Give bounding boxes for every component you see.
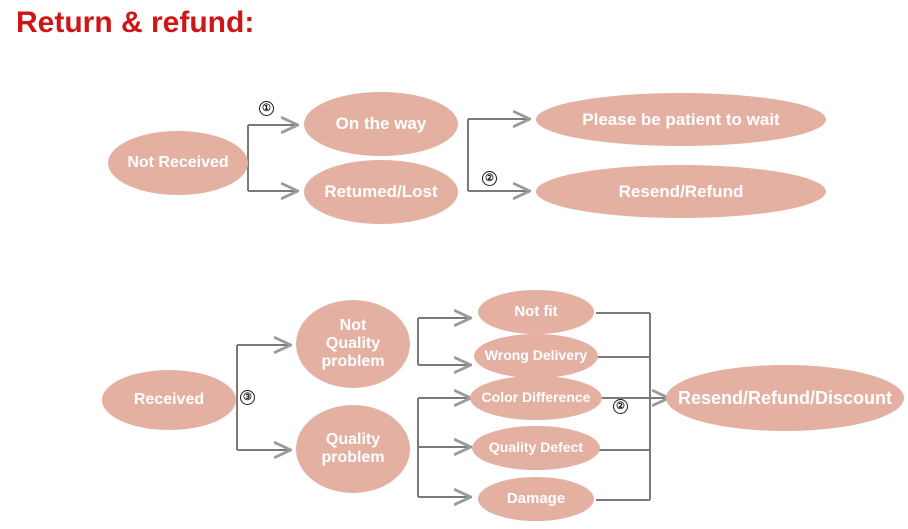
branch-marker-3: ③ — [240, 390, 255, 405]
node-label: Quality problem — [321, 431, 385, 466]
node-label: Not Quality problem — [321, 317, 385, 370]
node-label: Not fit — [514, 302, 558, 320]
node-label: Received — [133, 391, 205, 409]
node-label: On the way — [335, 114, 427, 134]
node-label: Quality Defect — [488, 439, 584, 456]
node-wrong-delivery[interactable]: Wrong Delivery — [474, 334, 598, 378]
node-label: Wrong Delivery — [484, 347, 588, 364]
node-label: Please be patient to wait — [582, 109, 780, 129]
node-quality-problem[interactable]: Quality problem — [296, 405, 410, 493]
node-resend-refund[interactable]: Resend/Refund — [536, 165, 826, 218]
node-damage[interactable]: Damage — [478, 477, 594, 521]
node-label: Resend/Refund/Discount — [677, 387, 892, 408]
node-please-be-patient[interactable]: Please be patient to wait — [536, 93, 826, 146]
node-on-the-way[interactable]: On the way — [304, 92, 458, 156]
merge-marker-2-top: ② — [482, 171, 497, 186]
node-label: Damage — [506, 489, 566, 507]
node-label: Color Difference — [481, 389, 591, 406]
node-received[interactable]: Received — [102, 370, 236, 430]
node-not-quality-problem[interactable]: Not Quality problem — [296, 300, 410, 388]
node-returned-lost[interactable]: Retumed/Lost — [304, 160, 458, 224]
node-label: Retumed/Lost — [324, 182, 438, 202]
merge-marker-2-bottom: ② — [613, 399, 628, 414]
node-resend-refund-discount[interactable]: Resend/Refund/Discount — [666, 365, 904, 431]
node-not-fit[interactable]: Not fit — [478, 290, 594, 334]
node-label: Resend/Refund — [618, 181, 744, 201]
node-quality-defect[interactable]: Quality Defect — [472, 426, 600, 470]
node-not-received[interactable]: Not Received — [108, 131, 248, 195]
page-title: Return & refund: — [16, 6, 255, 39]
branch-marker-1: ① — [259, 101, 274, 116]
node-label: Not Received — [127, 154, 229, 172]
node-color-difference[interactable]: Color Difference — [470, 376, 602, 420]
